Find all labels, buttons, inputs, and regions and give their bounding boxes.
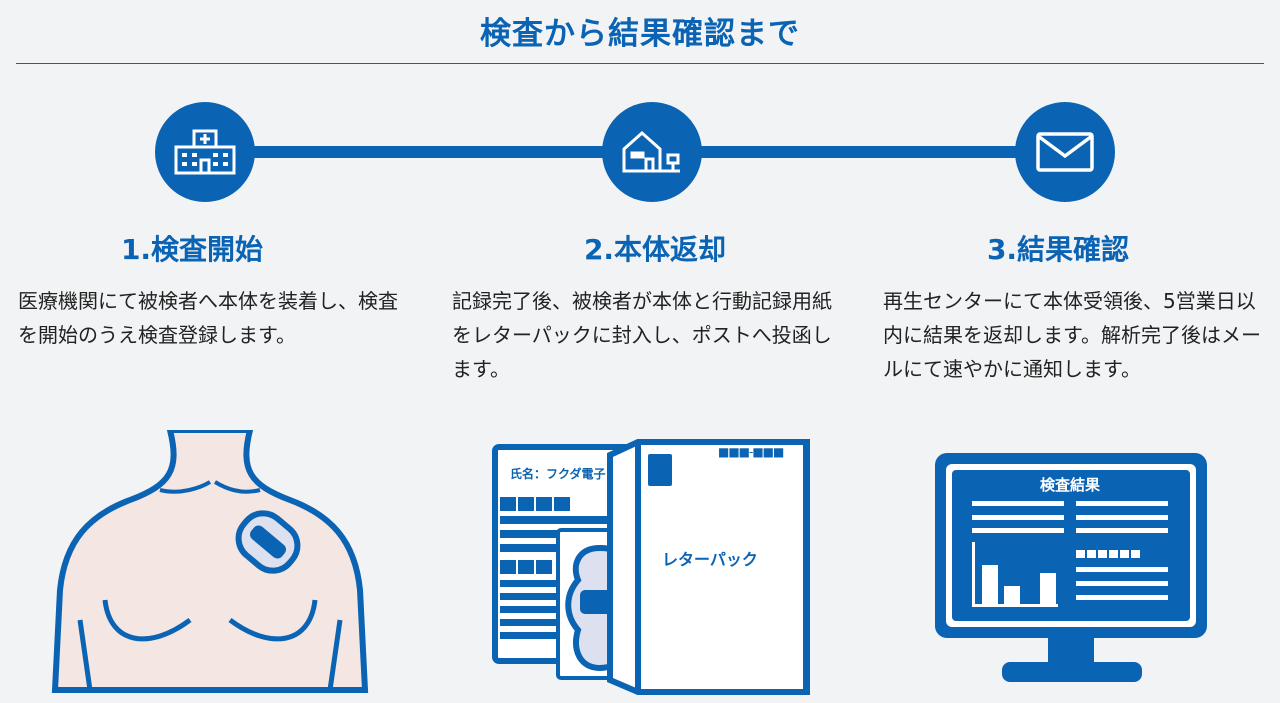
torso-with-device-illustration [51, 430, 369, 693]
monitor-title: 検査結果 [1039, 476, 1100, 494]
step-2-heading: 2.本体返却 [583, 233, 727, 266]
step-3-circle [1015, 102, 1115, 202]
postal-code: ■■■-■■■ [718, 445, 784, 459]
step-1-heading: 1.検査開始 [120, 233, 264, 266]
step-3-heading: 3.結果確認 [986, 233, 1130, 266]
step-2-circle [602, 102, 702, 202]
form-name-label: 氏名：フクダ電子 [510, 467, 606, 481]
letterpack-illustration: 氏名：フクダ電子 ■■■-■■■ レターパック [490, 430, 810, 695]
home-mailbox-icon [622, 130, 680, 173]
mail-icon [1036, 132, 1094, 172]
hospital-icon [174, 129, 236, 175]
step-1-description: 医療機関にて被検者へ本体を装着し、検査を開始のうえ検査登録します。 [18, 289, 398, 347]
patch-device [235, 510, 301, 574]
step-2-description: 記録完了後、被検者が本体と行動記録用紙をレターパックに封入し、ポストへ投函します… [452, 289, 832, 381]
step-3-description: 再生センターにて本体受領後、5営業日以内に結果を返却します。解析完了後はメールに… [883, 289, 1261, 381]
step-1-circle [155, 102, 255, 202]
title-divider [16, 63, 1264, 64]
page-title: 検査から結果確認まで [480, 16, 800, 52]
letterpack-label: レターパック [662, 550, 758, 569]
monitor-results-illustration: 検査結果 [930, 450, 1210, 685]
